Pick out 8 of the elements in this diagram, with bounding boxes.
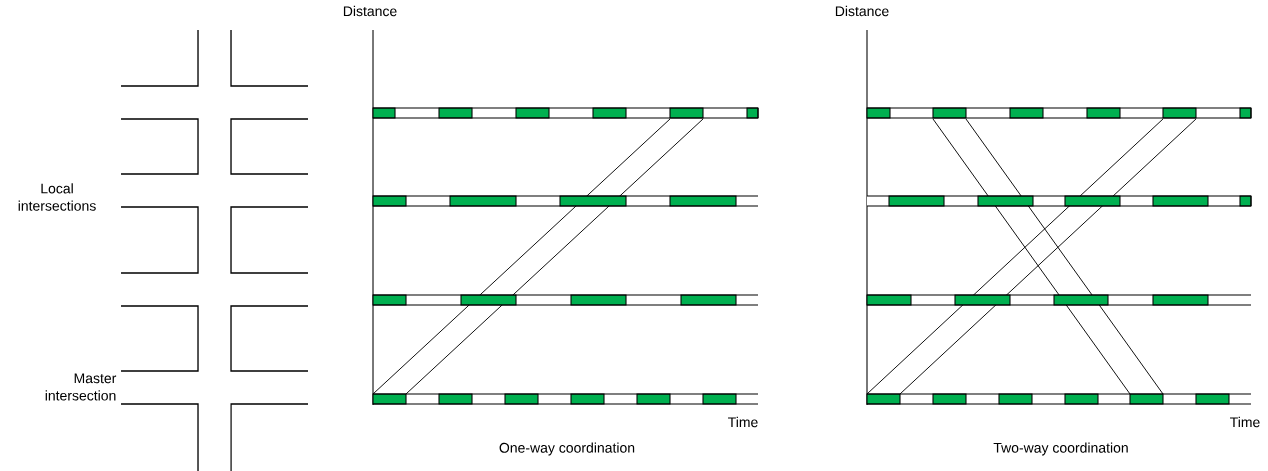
axis-label: Time: [728, 416, 758, 428]
axis-label: Distance: [343, 5, 397, 17]
intersection-label: Local intersections: [18, 183, 96, 211]
axis-label: Distance: [835, 5, 889, 17]
axis-label: Time: [1230, 416, 1260, 428]
chart-title: Two-way coordination: [993, 442, 1128, 456]
intersection-label: Master intersection: [45, 373, 117, 401]
chart-title: One-way coordination: [499, 442, 635, 456]
